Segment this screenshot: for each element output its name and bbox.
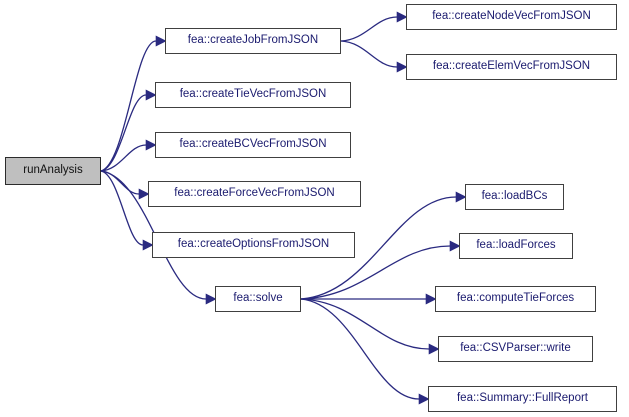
graph-edge-solve-to-Summary_FullReport <box>300 298 420 400</box>
graph-edge-solve-to-CSVParser_write <box>300 298 430 350</box>
graph-edge-arrowhead <box>396 11 408 23</box>
graph-edge-createJobFromJSON-to-createNodeVecFromJSON <box>340 16 398 42</box>
graph-edge-arrowhead <box>455 191 467 203</box>
graph-node-createTieVecFromJSON[interactable]: fea::createTieVecFromJSON <box>155 82 351 108</box>
graph-edge-arrowhead <box>138 188 150 200</box>
graph-node-CSVParser_write[interactable]: fea::CSVParser::write <box>438 336 593 362</box>
graph-node-label: fea::createOptionsFromJSON <box>177 238 330 251</box>
graph-node-createElemVecFromJSON[interactable]: fea::createElemVecFromJSON <box>406 54 617 80</box>
graph-node-createForceVecFromJSON[interactable]: fea::createForceVecFromJSON <box>148 181 361 207</box>
graph-node-loadBCs[interactable]: fea::loadBCs <box>465 184 564 210</box>
graph-node-createJobFromJSON[interactable]: fea::createJobFromJSON <box>165 28 341 54</box>
graph-node-label: fea::loadForces <box>476 239 556 252</box>
graph-node-label: fea::createForceVecFromJSON <box>174 187 335 200</box>
graph-node-createNodeVecFromJSON[interactable]: fea::createNodeVecFromJSON <box>406 4 617 30</box>
graph-node-label: fea::CSVParser::write <box>460 342 571 355</box>
graph-edge-arrowhead <box>396 61 408 73</box>
graph-edge-createJobFromJSON-to-createElemVecFromJSON <box>340 40 398 68</box>
graph-node-computeTieForces[interactable]: fea::computeTieForces <box>435 286 596 312</box>
graph-node-label: fea::createElemVecFromJSON <box>432 60 591 73</box>
graph-node-label: fea::solve <box>233 292 283 305</box>
graph-node-label: fea::createNodeVecFromJSON <box>432 10 591 23</box>
graph-edge-arrowhead <box>449 240 461 252</box>
graph-edge-runAnalysis-to-createOptionsFromJSON <box>100 170 144 246</box>
graph-node-Summary_FullReport[interactable]: fea::Summary::FullReport <box>428 386 617 412</box>
graph-edge-runAnalysis-to-createBCVecFromJSON <box>100 144 147 172</box>
graph-edge-arrowhead <box>145 139 157 151</box>
graph-node-solve[interactable]: fea::solve <box>215 286 301 312</box>
graph-edge-runAnalysis-to-createTieVecFromJSON <box>100 94 147 172</box>
graph-node-label: fea::createBCVecFromJSON <box>179 138 327 151</box>
graph-edge-arrowhead <box>425 293 437 305</box>
graph-edge-arrowhead <box>428 343 440 355</box>
graph-node-runAnalysis[interactable]: runAnalysis <box>5 157 101 185</box>
graph-node-loadForces[interactable]: fea::loadForces <box>459 233 573 259</box>
graph-edge-arrowhead <box>155 35 167 47</box>
graph-edge-arrowhead <box>142 239 154 251</box>
graph-edge-arrowhead <box>418 393 430 405</box>
graph-node-label: fea::createJobFromJSON <box>187 34 319 47</box>
graph-edge-runAnalysis-to-createJobFromJSON <box>100 40 157 172</box>
graph-node-label: fea::Summary::FullReport <box>456 392 588 405</box>
graph-node-createOptionsFromJSON[interactable]: fea::createOptionsFromJSON <box>152 232 355 258</box>
graph-node-label: fea::createTieVecFromJSON <box>179 88 327 101</box>
graph-edge-solve-to-loadBCs <box>300 196 457 300</box>
graph-node-label: fea::computeTieForces <box>456 292 575 305</box>
graph-node-label: fea::loadBCs <box>481 190 548 203</box>
graph-edge-arrowhead <box>205 293 217 305</box>
graph-node-label: runAnalysis <box>23 164 83 177</box>
graph-node-createBCVecFromJSON[interactable]: fea::createBCVecFromJSON <box>155 132 351 158</box>
graph-edge-solve-to-loadForces <box>300 245 451 300</box>
graph-edge-arrowhead <box>145 89 157 101</box>
